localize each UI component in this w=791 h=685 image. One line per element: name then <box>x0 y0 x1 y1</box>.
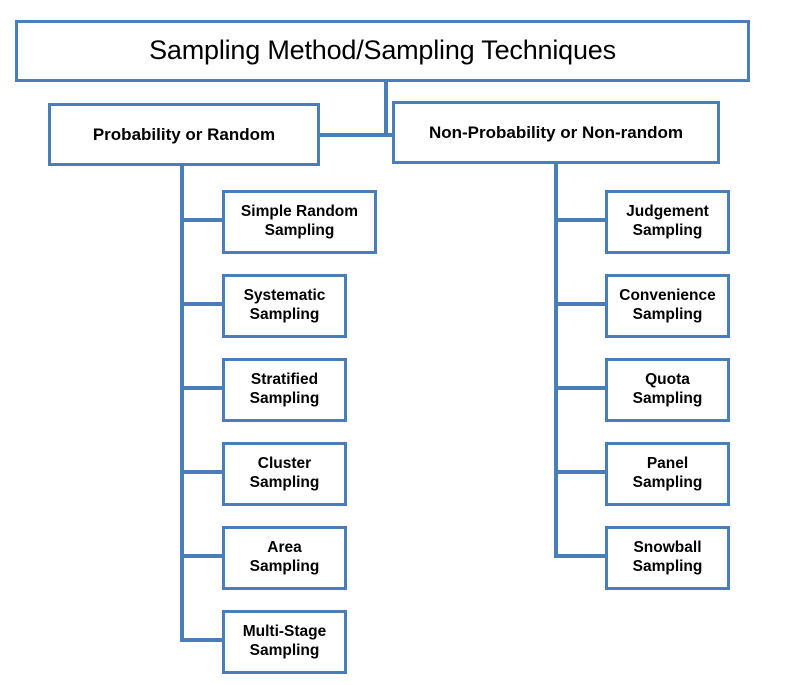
node-quota-sampling[interactable]: Quota Sampling <box>605 358 730 422</box>
node-panel-sampling[interactable]: Panel Sampling <box>605 442 730 506</box>
connector-probability-spine <box>180 166 184 642</box>
node-multi-stage-sampling[interactable]: Multi-Stage Sampling <box>222 610 347 674</box>
connector-non-probability-spine <box>554 164 558 558</box>
node-simple-random-sampling[interactable]: Simple Random Sampling <box>222 190 377 254</box>
node-label: Systematic Sampling <box>243 287 326 323</box>
node-stratified-sampling[interactable]: Stratified Sampling <box>222 358 347 422</box>
connector-title-trunk <box>384 82 388 137</box>
node-cluster-sampling[interactable]: Cluster Sampling <box>222 442 347 506</box>
connector-probability-child-1 <box>180 218 224 222</box>
node-label: Non-Probability or Non-random <box>428 122 684 142</box>
node-judgement-sampling[interactable]: Judgement Sampling <box>605 190 730 254</box>
node-sampling-method[interactable]: Sampling Method/Sampling Techniques <box>15 20 750 82</box>
connector-probability-child-4 <box>180 470 224 474</box>
connector-probability-child-3 <box>180 386 224 390</box>
node-label: Probability or Random <box>92 124 276 144</box>
node-non-probability-or-non-random[interactable]: Non-Probability or Non-random <box>392 101 720 164</box>
node-label: Multi-Stage Sampling <box>242 623 327 659</box>
node-label: Panel Sampling <box>632 455 703 491</box>
node-label: Quota Sampling <box>632 371 703 407</box>
node-label: Judgement Sampling <box>626 203 709 239</box>
node-label: Cluster Sampling <box>249 455 320 491</box>
node-label: Area Sampling <box>249 539 320 575</box>
node-area-sampling[interactable]: Area Sampling <box>222 526 347 590</box>
connector-probability-child-5 <box>180 554 224 558</box>
node-label: Sampling Method/Sampling Techniques <box>149 35 616 66</box>
connector-title-to-non-probability <box>384 133 394 137</box>
connector-non-probability-child-2 <box>554 302 607 306</box>
node-label: Simple Random Sampling <box>240 203 359 239</box>
node-label: Stratified Sampling <box>249 371 320 407</box>
node-label: Snowball Sampling <box>632 539 703 575</box>
connector-non-probability-child-5 <box>554 554 607 558</box>
connector-title-to-probability <box>318 133 386 137</box>
connector-non-probability-child-4 <box>554 470 607 474</box>
node-systematic-sampling[interactable]: Systematic Sampling <box>222 274 347 338</box>
connector-non-probability-child-1 <box>554 218 607 222</box>
node-convenience-sampling[interactable]: Convenience Sampling <box>605 274 730 338</box>
node-label: Convenience Sampling <box>619 287 716 323</box>
node-probability-or-random[interactable]: Probability or Random <box>48 103 320 166</box>
connector-probability-child-2 <box>180 302 224 306</box>
node-snowball-sampling[interactable]: Snowball Sampling <box>605 526 730 590</box>
connector-non-probability-child-3 <box>554 386 607 390</box>
connector-probability-child-6 <box>180 638 224 642</box>
